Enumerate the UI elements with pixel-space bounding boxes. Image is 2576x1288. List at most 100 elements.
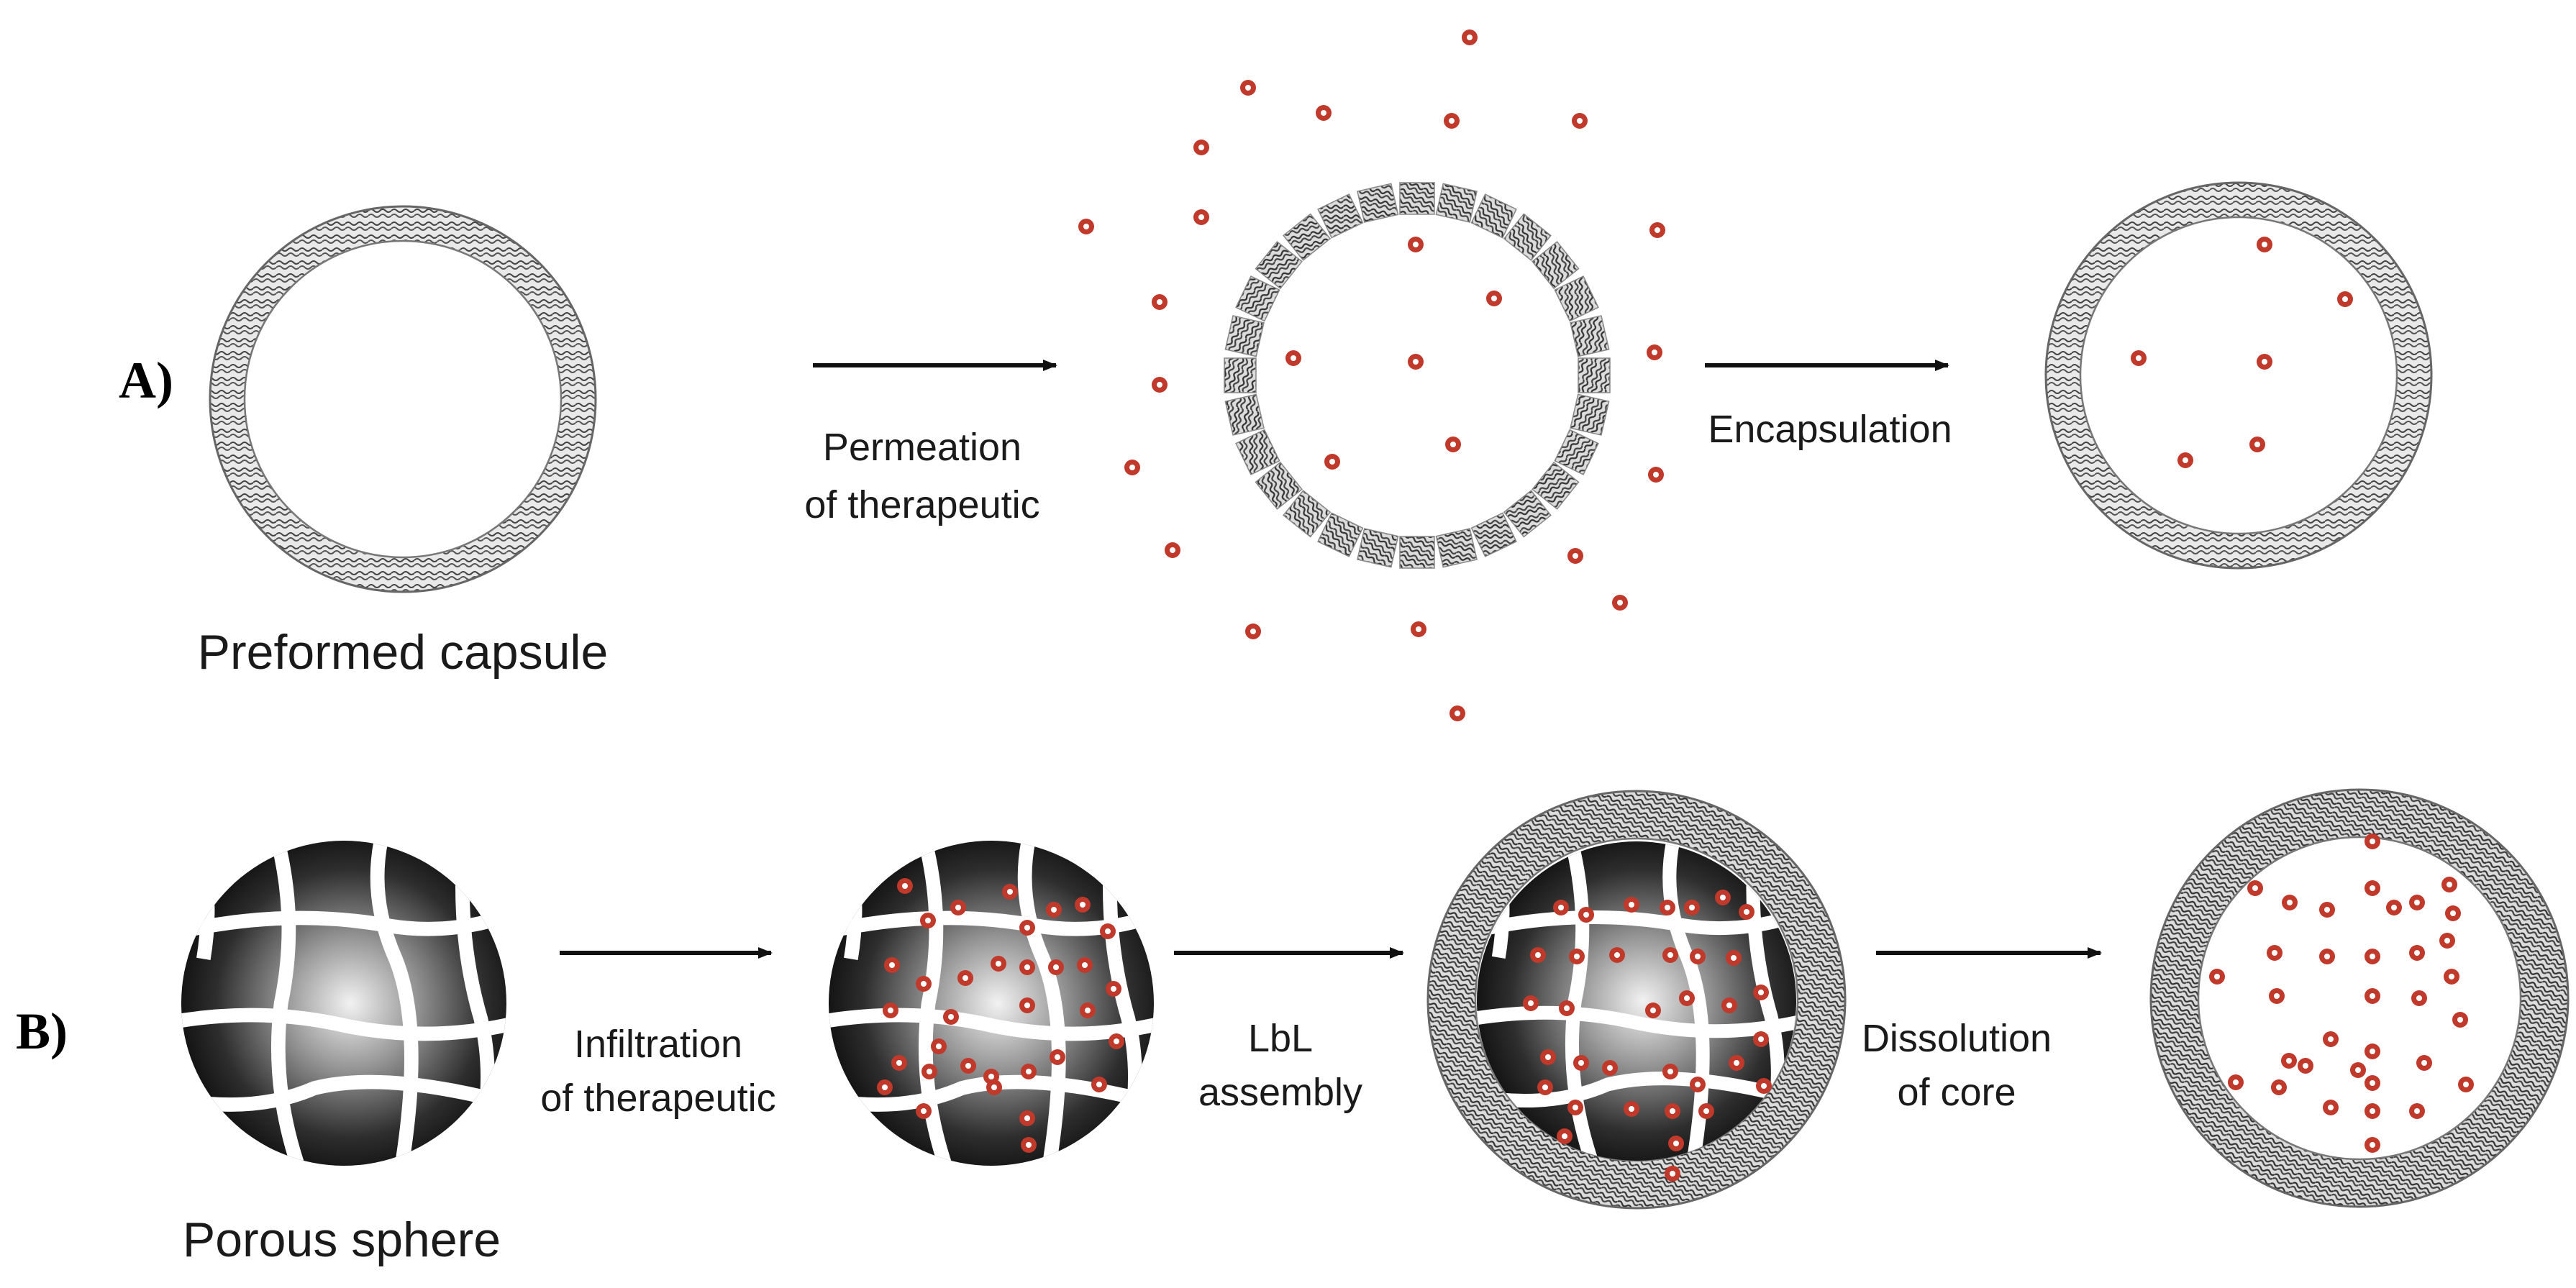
- capsule-shell-initial-inner-edge: [243, 239, 563, 559]
- drug-molecule: [897, 878, 913, 894]
- drug-molecule: [1152, 377, 1168, 393]
- drug-molecule-center: [1665, 905, 1670, 910]
- drug-molecule-center: [1562, 1133, 1567, 1139]
- drug-molecule-center: [1321, 110, 1326, 116]
- drug-molecule-center: [1578, 1060, 1584, 1066]
- drug-molecule-center: [921, 981, 927, 987]
- drug-molecule-center: [888, 1008, 893, 1013]
- preformed-capsule-caption: Preformed capsule: [198, 625, 609, 680]
- drug-molecule: [2365, 833, 2380, 849]
- drug-molecule: [1124, 460, 1140, 475]
- drug-molecule-center: [2370, 839, 2375, 844]
- drug-molecule-center: [988, 1074, 994, 1079]
- drug-molecule: [1578, 907, 1594, 923]
- drug-molecule-center: [1667, 952, 1673, 958]
- drug-molecule: [1408, 237, 1424, 252]
- drug-molecule: [883, 1002, 898, 1018]
- drug-molecule-center: [1629, 902, 1634, 908]
- drug-molecule-center: [1007, 889, 1013, 895]
- drug-molecule: [1684, 900, 1700, 915]
- drug-molecule-center: [1655, 227, 1660, 233]
- drug-molecule-center: [1629, 1106, 1634, 1112]
- lbl-assembly-label-line2: assembly: [1198, 1071, 1362, 1114]
- drug-molecule: [2365, 1137, 2380, 1153]
- drug-molecule: [1046, 902, 1062, 918]
- permeation-label-line2: of therapeutic: [804, 483, 1039, 526]
- drug-molecule-center: [1105, 928, 1111, 934]
- drug-molecule-center: [955, 905, 961, 910]
- drug-molecule: [2350, 1062, 2366, 1078]
- capsule-shell-loaded: [2046, 183, 2431, 568]
- drug-molecule: [1557, 1128, 1573, 1144]
- drug-molecule-center: [948, 1014, 954, 1020]
- drug-molecule: [1408, 354, 1424, 370]
- porous-sphere-caption: Porous sphere: [183, 1212, 501, 1267]
- drug-molecule-center: [2324, 907, 2330, 913]
- drug-molecule-center: [1650, 1008, 1656, 1013]
- shell-segment: [1317, 193, 1364, 239]
- drug-molecule: [950, 900, 966, 915]
- drug-molecule: [1624, 897, 1639, 913]
- drug-molecule: [1100, 923, 1116, 939]
- drug-molecule: [2249, 437, 2265, 452]
- drug-molecule: [916, 976, 932, 992]
- capsule-shell-loaded-outer-edge: [2044, 181, 2433, 570]
- drug-molecule-center: [1467, 35, 1473, 40]
- drug-molecule: [1665, 1103, 1680, 1119]
- drug-molecule: [991, 956, 1006, 972]
- shell-segment: [1570, 393, 1610, 436]
- drug-molecule: [2271, 1079, 2287, 1095]
- drug-molecule-center: [2416, 995, 2422, 1001]
- drug-molecule-center: [921, 1108, 927, 1114]
- drug-molecule-center: [965, 1063, 971, 1069]
- drug-molecule-center: [2303, 1063, 2308, 1069]
- drug-molecule-center: [2457, 1017, 2463, 1023]
- drug-molecule: [1660, 900, 1675, 915]
- drug-molecule-center: [1614, 952, 1620, 958]
- drug-molecule: [1077, 957, 1093, 973]
- drug-molecule-center: [2447, 882, 2452, 887]
- shell-segment: [1578, 357, 1611, 393]
- drug-molecule: [1645, 1002, 1661, 1018]
- drug-molecule-center: [1082, 962, 1088, 968]
- drug-molecule: [2319, 902, 2335, 918]
- drug-molecule-center: [902, 883, 908, 889]
- drug-molecule-center: [2262, 242, 2267, 247]
- drug-molecule-center: [1535, 952, 1541, 958]
- porous-sphere: [181, 841, 506, 1166]
- hollow-capsule-shell-inner-edge: [2197, 836, 2522, 1161]
- drug-molecule: [1602, 1060, 1618, 1076]
- shell-segment: [1317, 512, 1364, 557]
- drug-molecule-center: [2370, 885, 2375, 891]
- drug-molecule: [1165, 542, 1180, 558]
- shell-segment: [1503, 213, 1552, 261]
- drug-molecule-center: [1583, 912, 1589, 918]
- shell-segment: [1435, 528, 1478, 568]
- drug-molecule-center: [2342, 296, 2348, 302]
- drug-molecule: [2452, 1012, 2468, 1028]
- drug-molecule: [2269, 988, 2285, 1004]
- shell-segment: [1235, 429, 1280, 475]
- drug-molecule: [1075, 897, 1091, 913]
- drug-molecule-center: [1051, 907, 1057, 913]
- drug-molecule: [916, 1103, 932, 1119]
- drug-molecule-center: [1096, 1082, 1102, 1087]
- drug-molecule-center: [1689, 905, 1695, 910]
- drug-molecule: [1753, 1031, 1769, 1047]
- drug-molecule: [931, 1038, 947, 1054]
- shell-segment: [1283, 213, 1332, 261]
- drug-molecule-center: [2463, 1082, 2469, 1087]
- drug-molecule: [2282, 895, 2298, 910]
- drug-molecule: [2257, 237, 2272, 252]
- drug-molecule: [1624, 1101, 1639, 1117]
- drug-molecule-center: [2183, 457, 2188, 463]
- drug-molecule: [1193, 140, 1209, 155]
- drug-molecule: [2281, 1053, 2297, 1069]
- drug-molecule: [2409, 1103, 2425, 1119]
- drug-molecule-center: [1667, 1069, 1673, 1074]
- drug-molecule-center: [1245, 85, 1251, 91]
- drug-molecule-center: [2370, 1142, 2375, 1148]
- drug-molecule-center: [1416, 626, 1421, 632]
- shell-segment: [1357, 183, 1399, 223]
- drug-molecule-center: [1026, 1142, 1032, 1148]
